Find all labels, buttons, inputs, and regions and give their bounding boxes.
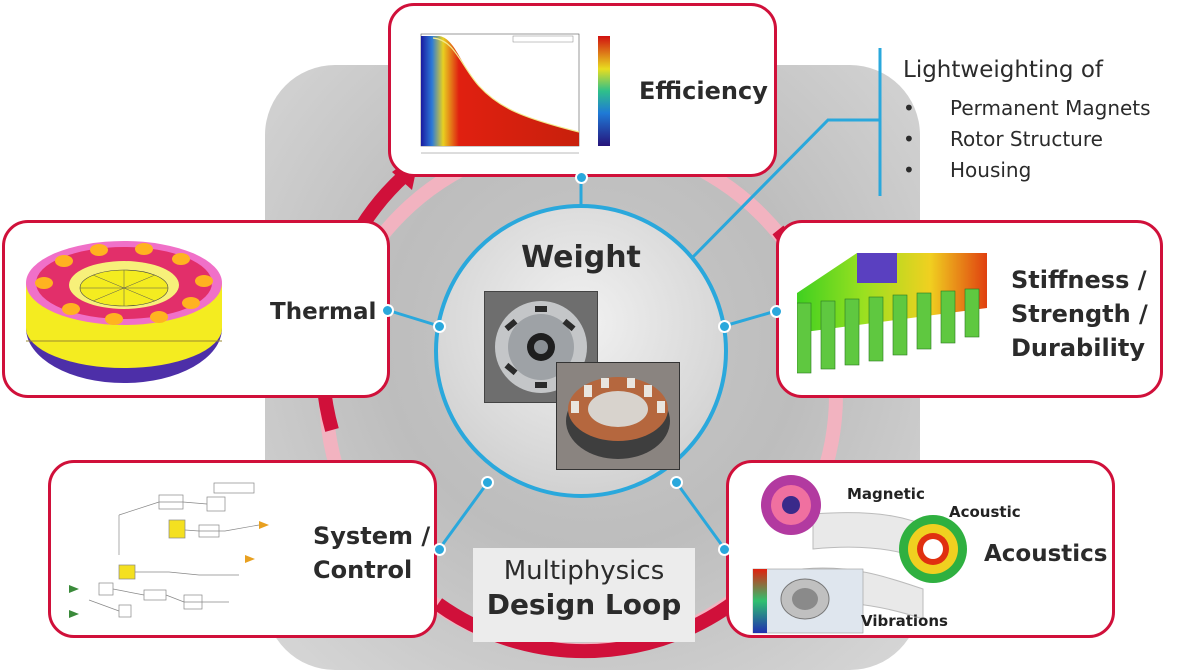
efficiency-label: Efficiency (639, 77, 768, 105)
thermal-stator-image (26, 241, 222, 383)
list-item: •Housing (903, 158, 1032, 182)
connector-dot-thermal-inner (433, 320, 446, 333)
stiffness-label-line1: Stiffness / (1011, 266, 1147, 294)
connector-dot-stiffness-inner (718, 320, 731, 333)
connector-dot-stiffness (770, 305, 783, 318)
connector-stiffness (723, 309, 777, 328)
design-loop-line2: Design Loop (486, 588, 682, 621)
control-block-diagram-image (69, 482, 269, 618)
stiffness-card: Stiffness / Strength / Durability (776, 220, 1163, 398)
system-control-label: System / Control (313, 519, 430, 587)
connector-dot-acoustics-inner (670, 476, 683, 489)
center-title: Weight (521, 240, 641, 275)
lightweighting-title: Lightweighting of (903, 57, 1103, 83)
connector-dot-thermal (381, 304, 394, 317)
stiffness-label-line3: Durability (1011, 334, 1146, 362)
efficiency-card: Efficiency (388, 3, 777, 177)
efficiency-map-image (420, 33, 610, 154)
lightweighting-list: •Permanent Magnets •Rotor Structure •Hou… (903, 93, 1151, 186)
acoustics-vibrations-label: Vibrations (861, 612, 948, 630)
list-item: •Rotor Structure (903, 127, 1103, 151)
acoustics-card: Magnetic Acoustic Vibrations Acoustics (726, 460, 1115, 638)
list-item: •Permanent Magnets (903, 96, 1151, 120)
system-label-line1: System / (313, 522, 431, 550)
connector-dot-efficiency (575, 171, 588, 184)
acoustics-label: Acoustics (984, 541, 1108, 567)
thermal-label: Thermal (270, 299, 377, 325)
acoustics-simulation-image (752, 475, 967, 634)
design-loop-line1: Multiphysics (503, 556, 665, 586)
stator-photo (556, 362, 680, 470)
acoustics-acoustic-label: Acoustic (949, 503, 1021, 521)
connector-dot-system (433, 543, 446, 556)
connector-system (438, 481, 490, 549)
system-control-card: System / Control (48, 460, 437, 638)
stiffness-label-line2: Strength / (1011, 300, 1148, 328)
connector-lightweighting (686, 118, 880, 264)
thermal-card: Thermal (2, 220, 390, 398)
connector-thermal (386, 308, 440, 328)
connector-acoustics (674, 481, 726, 549)
design-loop-box: Multiphysics Design Loop (473, 548, 695, 642)
stiffness-label: Stiffness / Strength / Durability (1011, 263, 1148, 365)
system-label-line2: Control (313, 556, 413, 584)
connector-dot-system-inner (481, 476, 494, 489)
stiffness-fea-image (797, 253, 987, 374)
connector-dot-acoustics (718, 543, 731, 556)
acoustics-magnetic-label: Magnetic (847, 485, 925, 503)
